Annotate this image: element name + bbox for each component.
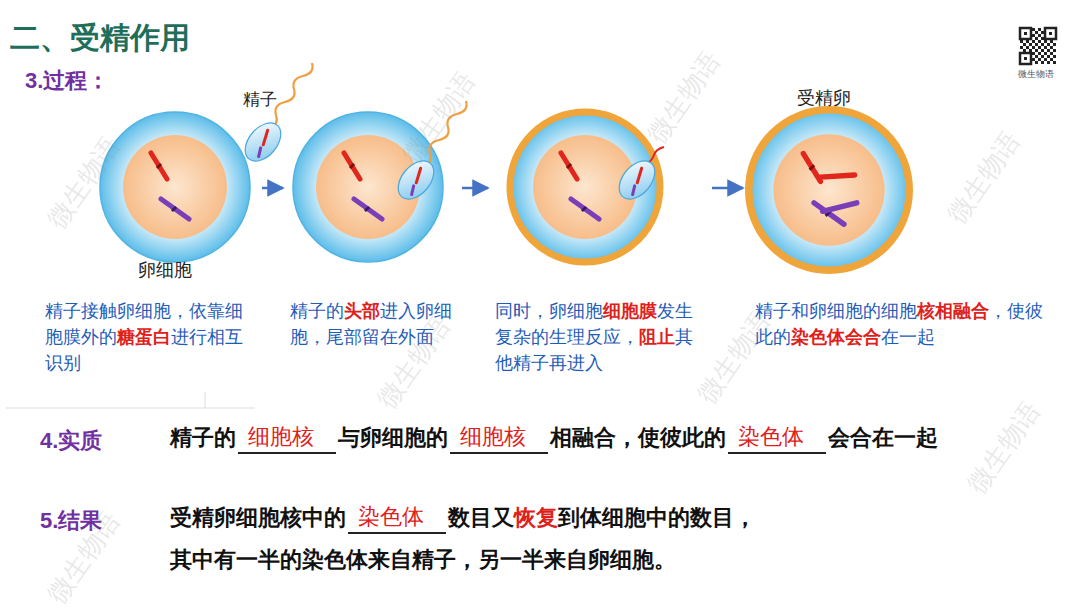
flow-arrow: [262, 187, 283, 190]
sentence-row: 精子的细胞核与卵细胞的细胞核相融合，使彼此的染色体会合在一起: [170, 422, 938, 454]
fill-blank: 染色体: [728, 422, 826, 454]
sentence-text: 到体细胞中的数目，: [558, 502, 756, 534]
divider-line: [5, 408, 255, 409]
sperm: [612, 147, 664, 206]
fill-blank: 细胞核: [450, 422, 548, 454]
zygote: [749, 110, 910, 271]
process-stage: 卵细胞精子接触卵细胞，依靠细胞膜外的糖蛋白进行相互识别: [40, 100, 260, 382]
sentence-text: 与卵细胞的: [338, 422, 448, 454]
qr-code: [1020, 28, 1056, 64]
step-caption: 精子接触卵细胞，依靠细胞膜外的糖蛋白进行相互识别: [45, 298, 257, 376]
sentence-row: 受精卵细胞核中的染色体数目又恢复到体细胞中的数目，: [170, 502, 756, 534]
title: 二、受精作用: [10, 18, 190, 59]
emphasis-text: 恢复: [514, 502, 558, 534]
sentence-text: 精子的: [170, 422, 236, 454]
watermark: 微生物语: [690, 305, 778, 410]
watermark: 微生物语: [370, 310, 458, 415]
section-heading: 4.实质: [40, 426, 102, 456]
sentence-text: 会合在一起: [828, 422, 938, 454]
watermark: 微生物语: [395, 65, 483, 170]
qr-caption: 微生物语: [1018, 68, 1054, 81]
section-heading: 3.过程：: [25, 66, 109, 96]
part-label: 受精卵: [797, 86, 851, 110]
process-stage: 同时，卵细胞细胞膜发生复杂的生理反应，阻止其他精子再进入: [490, 100, 710, 382]
fill-blank: 细胞核: [238, 422, 336, 454]
sentence-text: 相融合，使彼此的: [550, 422, 726, 454]
part-label: 精子: [243, 88, 277, 111]
flow-arrow: [712, 187, 743, 190]
watermark: 微生物语: [640, 45, 728, 150]
step-caption: 精子和卵细胞的细胞核相融合，使彼此的染色体会合在一起: [755, 298, 1043, 350]
sentence-text: 其中有一半的染色体来自精子，另一半来自卵细胞。: [170, 544, 676, 576]
divider-line: [205, 392, 206, 408]
watermark: 微生物语: [960, 395, 1048, 500]
sentence-text: 数目又: [448, 502, 514, 534]
sentence-text: 受精卵细胞核中的: [170, 502, 346, 534]
part-label: 卵细胞: [138, 258, 192, 282]
watermark: 微生物语: [40, 130, 128, 235]
watermark: 微生物语: [940, 125, 1028, 230]
egg-cell: [100, 112, 250, 262]
flow-arrow: [462, 187, 488, 190]
step-caption: 同时，卵细胞细胞膜发生复杂的生理反应，阻止其他精子再进入: [495, 298, 707, 376]
fill-blank: 染色体: [348, 502, 446, 534]
